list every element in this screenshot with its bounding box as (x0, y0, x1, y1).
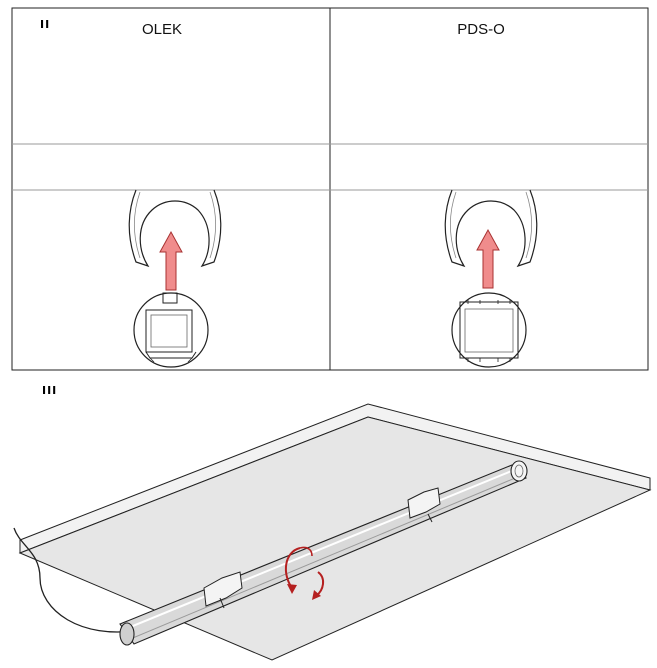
rotate-arrow (284, 546, 324, 600)
tube-end-cap-left (119, 622, 135, 646)
ceiling-panel (18, 403, 652, 661)
clip-inner-edge-r2 (525, 191, 532, 259)
pds-o-profile-section (451, 292, 527, 368)
column-title-pds-o: PDS-O (457, 21, 505, 38)
column-title-olek: OLEK (141, 21, 183, 38)
mounting-clip-left (203, 571, 243, 609)
mounting-clip-right (407, 487, 441, 523)
olek-profile-section (133, 292, 209, 368)
clip-inner-edge-right (209, 191, 216, 259)
clip-inner-edge-r1 (450, 191, 457, 259)
tube-end-cap-right (510, 460, 528, 482)
step-label-ii: II (40, 18, 51, 31)
push-up-arrow-pds-o (476, 228, 500, 289)
olek-clip-drawing (128, 189, 222, 268)
panel-ii-table (11, 7, 649, 371)
pds-o-clip-drawing (444, 189, 538, 268)
step-label-iii: III (42, 384, 58, 397)
clip-holder-right (444, 189, 538, 268)
power-cable (13, 527, 141, 633)
clip-inner-edge (134, 191, 141, 259)
push-up-arrow-olek (159, 230, 183, 291)
clip-holder (128, 189, 222, 268)
